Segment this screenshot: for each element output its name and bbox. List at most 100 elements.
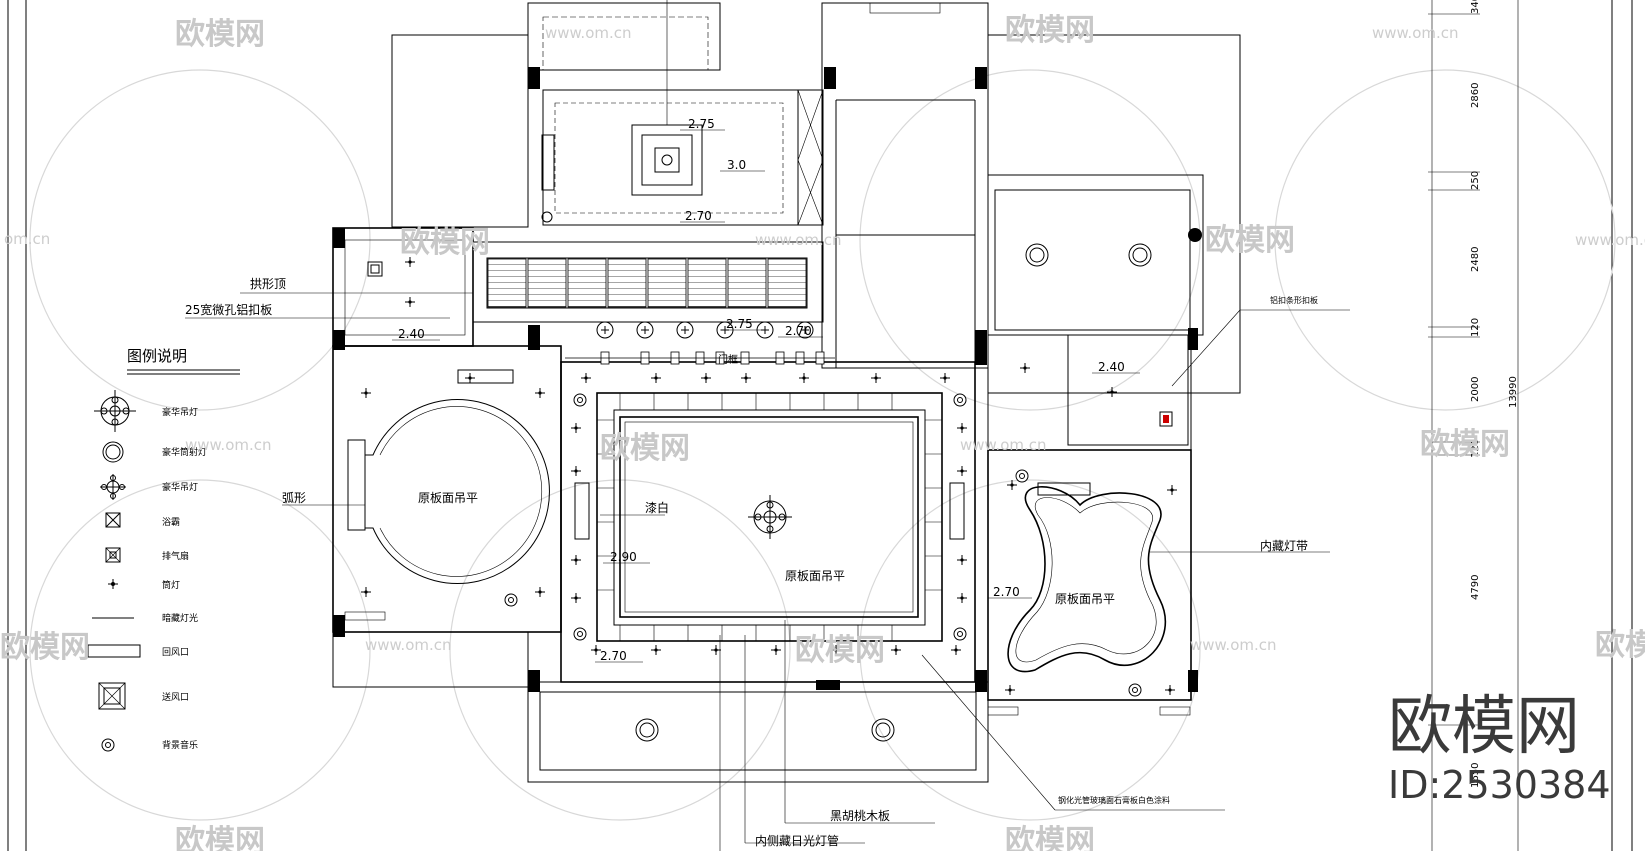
legend-chandelier-icon: [94, 390, 136, 432]
legend-label-bath-heater: 浴霸: [162, 517, 180, 528]
brand-badge-logo: 欧模网: [1388, 690, 1580, 764]
top-room: [541, 0, 824, 226]
legend-downlight-icon: [102, 441, 124, 463]
spotlight-icon: [535, 587, 545, 597]
label-steel-glass-note: 钢化光管玻璃面石膏板白色涂料: [1058, 795, 1170, 805]
label-hidden-fluorescent: 内侧藏日光灯管: [755, 833, 839, 848]
dim-2480: 2480: [1470, 247, 1481, 272]
downlight-icon: [636, 321, 654, 339]
leader-lines: [185, 292, 1350, 851]
aluminum-panel-cell: [727, 258, 767, 308]
spotlight-icon: [651, 645, 661, 655]
label-black-walnut: 黑胡桃木板: [830, 808, 890, 823]
watermark-brand: 欧模网: [1005, 824, 1095, 851]
label-arc: 弧形: [282, 491, 306, 505]
watermark-brand: 欧模网: [1595, 628, 1645, 663]
left-room-arc-ceiling: [344, 369, 550, 621]
spotlight-icon: [771, 645, 781, 655]
level-240-right: 2.40: [1098, 360, 1125, 374]
watermark-brand: 欧模网: [1205, 223, 1295, 258]
watermark-group: 欧模网 www.om.cn 欧模网 www.om.cn om.cn 欧模网 ww…: [0, 13, 1645, 851]
watermark-url: www.om.cn: [960, 436, 1047, 454]
spotlight-icon: [591, 645, 601, 655]
speaker-icon: [573, 627, 587, 641]
stair-lines: [835, 2, 976, 368]
legend-exhaust-fan-icon: [105, 547, 121, 563]
watermark-brand: 欧模网: [175, 17, 265, 52]
label-white-paint: 漆白: [645, 500, 669, 515]
watermark-url: www.om.cn: [1190, 636, 1277, 654]
spotlight-icon: [651, 373, 661, 383]
spotlight-icon: [571, 466, 581, 476]
level-275-top: 2.75: [688, 117, 715, 131]
watermark-url: www.om.cn: [545, 24, 632, 42]
speaker-icon: [1128, 683, 1142, 697]
watermark-brand: 欧模网: [175, 824, 265, 851]
label-hidden-strip: 内藏灯带: [1260, 539, 1308, 553]
spotlight-icon: [741, 373, 751, 383]
level-270-right: 2.70: [993, 585, 1020, 599]
right-roof-details: [367, 228, 1202, 427]
level-270-bottom: 2.70: [600, 649, 627, 663]
spotlight-icon: [571, 555, 581, 565]
label-aluminum-panel: 25宽微孔铝扣板: [185, 302, 272, 317]
spotlight-icon: [799, 373, 809, 383]
legend-label-light-strip: 暗藏灯光: [162, 612, 198, 624]
level-30: 3.0: [727, 158, 746, 172]
watermark-brand: 欧模网: [400, 225, 490, 260]
spotlight-icon: [701, 373, 711, 383]
dim-250: 250: [1470, 171, 1481, 190]
legend-label-exhaust-fan: 排气扇: [162, 550, 189, 562]
watermark-url: www.om.cn: [1372, 24, 1459, 42]
legend-supply-vent-icon: [98, 682, 126, 710]
spotlight-icon: [711, 645, 721, 655]
spotlight-icon: [957, 555, 967, 565]
aluminum-panel-cell: [567, 258, 607, 308]
legend-title: 图例说明: [127, 347, 187, 365]
spotlight-icon: [1167, 485, 1177, 495]
dim-4790: 4790: [1470, 575, 1481, 600]
spotlight-icon: [957, 466, 967, 476]
right-room-freeform-ceiling: [987, 482, 1191, 716]
legend: [87, 369, 240, 752]
label-gypsum-center: 原板面吊平: [785, 569, 845, 583]
watermark-url: www.om.cn: [365, 636, 452, 654]
spotlight-icon: [361, 388, 371, 398]
legend-label-return-vent: 回风口: [162, 647, 189, 658]
wall-columns: [333, 67, 1198, 692]
bottom-balcony: [539, 691, 977, 771]
dim-120a: 120: [1470, 318, 1481, 337]
speaker-icon: [1015, 469, 1029, 483]
watermark-brand: 欧模网: [795, 633, 885, 668]
dim-1650: 1650: [1470, 763, 1481, 788]
level-270-top: 2.70: [685, 209, 712, 223]
spotlight-icon: [405, 257, 415, 267]
speaker-icon: [573, 393, 587, 407]
spotlight-icon: [1107, 387, 1117, 397]
label-door-frame: 门框: [718, 353, 738, 366]
spotlight-icon: [581, 373, 591, 383]
watermark-brand: 欧模网: [1420, 427, 1510, 462]
legend-label-speaker: 背景音乐: [162, 739, 198, 751]
speaker-icon: [953, 393, 967, 407]
label-wood-panel-right: 铝扣条形扣板: [1270, 295, 1318, 305]
legend-label-spotlight: 筒灯: [162, 579, 180, 591]
legend-bath-heater-icon: [105, 512, 121, 528]
watermark-url: www.om.cn: [755, 231, 842, 249]
spotlight-icon: [1165, 685, 1175, 695]
downlight-icon: [676, 321, 694, 339]
watermark-url: www.om.cn: [185, 436, 272, 454]
brand-badge-id: ID:2530384: [1388, 763, 1611, 807]
spotlight-icon: [535, 388, 545, 398]
label-gypsum-right: 原板面吊平: [1055, 592, 1115, 606]
aluminum-panel-cell: [687, 258, 727, 308]
legend-label-supply-vent: 送风口: [162, 691, 189, 703]
label-arch-ceiling: 拱形顶: [250, 277, 286, 291]
spotlight-icon: [1005, 685, 1015, 695]
aluminum-panel-cell: [487, 258, 527, 308]
watermark-brand: 欧模网: [0, 630, 90, 665]
aluminum-panel-cell: [527, 258, 567, 308]
dim-2860: 2860: [1470, 83, 1481, 108]
label-gypsum-left: 原板面吊平: [418, 491, 478, 505]
level-275-mid: 2.75: [726, 317, 753, 331]
